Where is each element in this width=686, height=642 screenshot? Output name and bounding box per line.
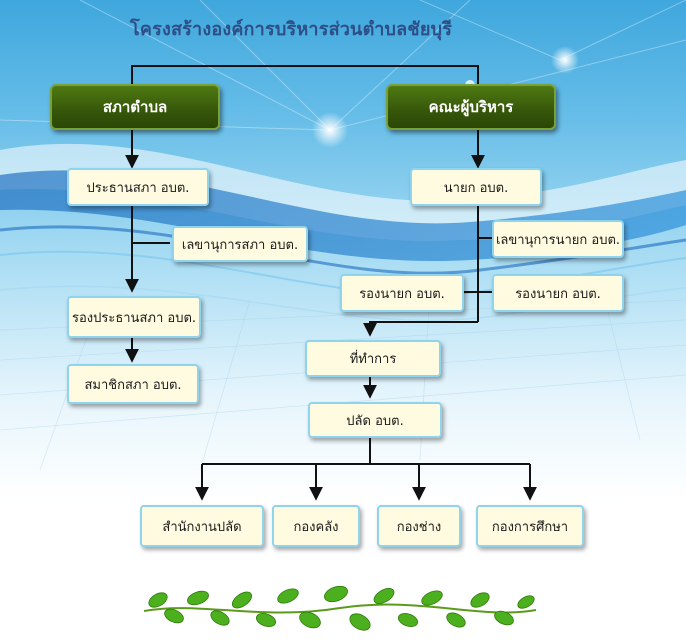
node-mayor-secretary: เลขานุการนายก อบต. — [492, 220, 624, 258]
node-vice-council-chair: รองประธานสภา อบต. — [67, 296, 201, 338]
node-executive: คณะผู้บริหาร — [386, 84, 556, 130]
node-vice-mayor-1: รองนายก อบต. — [340, 274, 464, 312]
node-dept-engineering: กองช่าง — [377, 505, 461, 547]
node-vice-mayor-2: รองนายก อบต. — [492, 274, 624, 312]
node-council-member: สมาชิกสภา อบต. — [67, 364, 199, 404]
node-council-chair: ประธานสภา อบต. — [67, 168, 209, 206]
node-dept-education: กองการศึกษา — [476, 505, 584, 547]
node-council-secretary: เลขานุการสภา อบต. — [172, 226, 308, 262]
node-mayor: นายก อบต. — [410, 168, 542, 206]
page-title: โครงสร้างองค์การบริหารส่วนตำบลชัยบุรี — [130, 19, 453, 40]
node-office: ที่ทำการ — [305, 340, 441, 377]
node-chief-admin: ปลัด อบต. — [308, 402, 442, 438]
node-dept-finance: กองคลัง — [272, 505, 360, 547]
node-council: สภาตำบล — [50, 84, 220, 130]
leaf-vine-decoration — [143, 586, 537, 631]
node-dept-office: สำนักงานปลัด — [140, 505, 264, 547]
